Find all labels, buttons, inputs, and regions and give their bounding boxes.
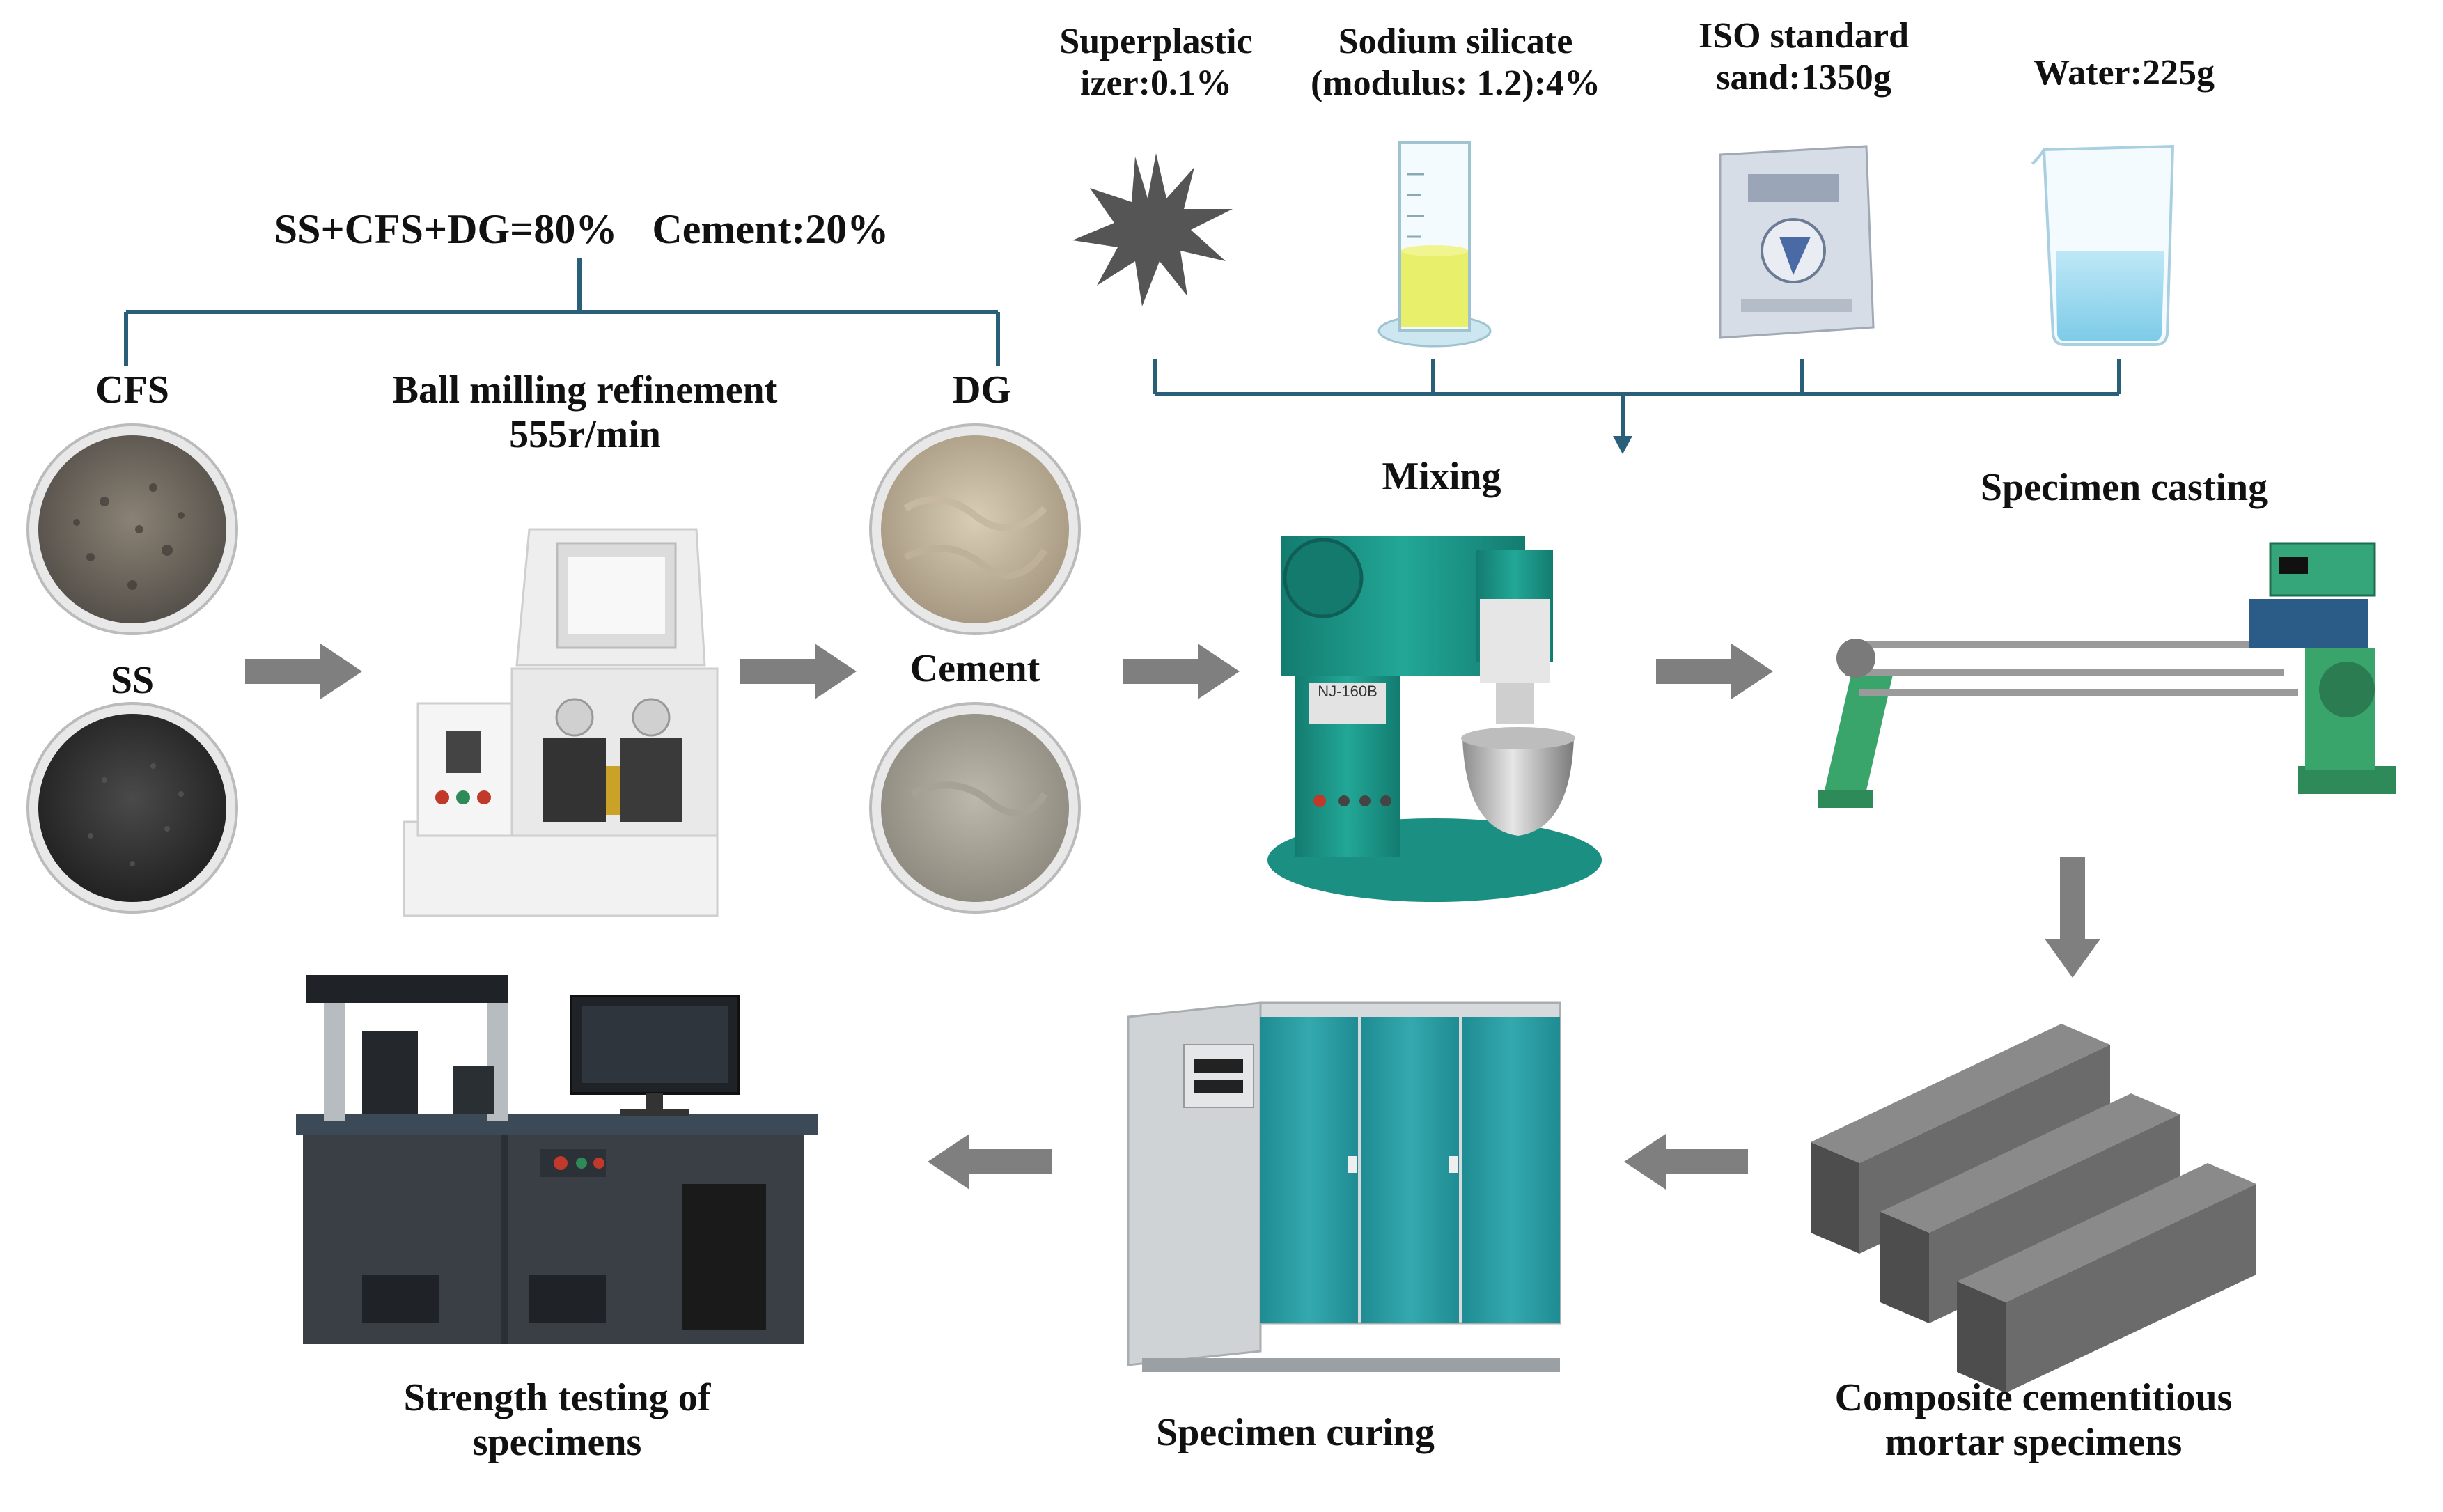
arrow-mill-to-binder	[740, 644, 857, 699]
arrow-binder-to-mixing	[1123, 644, 1240, 699]
label-superplasticizer: Superplastic izer:0.1%	[1010, 21, 1302, 104]
additives-bracket	[1153, 359, 2121, 439]
ball-milling-line1: Ball milling refinement	[392, 368, 778, 412]
label-strength-testing: Strength testing of specimens	[265, 1375, 850, 1465]
label-specimen-casting: Specimen casting	[1980, 466, 2268, 509]
mix-bracket	[124, 258, 1000, 366]
additives-down-arrowhead	[1613, 436, 1632, 454]
label-specimen-curing: Specimen curing	[1156, 1411, 1435, 1454]
iso-sand-line2: sand:1350g	[1716, 57, 1891, 98]
label-mixing: Mixing	[1382, 455, 1501, 498]
label-iso-sand: ISO standard sand:1350g	[1650, 15, 1957, 99]
ball-milling-line2: 555r/min	[509, 413, 661, 457]
arrow-curing-to-testing	[928, 1134, 1052, 1190]
arrow-mixing-to-casting	[1656, 644, 1773, 699]
sodium-silicate-line2: (modulus: 1.2):4%	[1310, 63, 1601, 103]
arrow-materials-to-mill	[245, 644, 362, 699]
label-dg: DG	[953, 368, 1011, 412]
mortar-mixer-machine	[1267, 536, 1602, 902]
sodium-silicate-line1: Sodium silicate	[1338, 22, 1573, 61]
label-water: Water:225g	[2034, 53, 2215, 93]
label-mortar-specimens: Composite cementitious mortar specimens	[1727, 1375, 2340, 1465]
strength-testing-line2: specimens	[472, 1421, 642, 1465]
mortar-specimens-line2: mortar specimens	[1884, 1421, 2183, 1465]
label-ss: SS	[110, 659, 155, 702]
iso-sand-bag-icon	[1719, 145, 1875, 339]
ball-mill-machine	[403, 528, 719, 917]
label-cfs: CFS	[95, 368, 169, 412]
superplasticizer-line1: Superplastic	[1059, 22, 1253, 61]
label-ball-milling: Ball milling refinement 555r/min	[299, 368, 871, 458]
mortar-specimens-line1: Composite cementitious	[1834, 1376, 2233, 1419]
label-cement: Cement	[910, 647, 1040, 690]
graduated-cylinder-icon	[1377, 141, 1492, 348]
cement-sample-dish	[869, 702, 1081, 914]
mortar-specimen-prisms	[1811, 1024, 2256, 1393]
jolting-table-machine	[1818, 542, 2396, 808]
strength-testing-line1: Strength testing of	[403, 1376, 711, 1419]
cfs-sample-dish	[26, 423, 238, 635]
superplasticizer-starburst-icon	[1072, 153, 1233, 306]
curing-cabinet	[1127, 1001, 1561, 1372]
iso-sand-line1: ISO standard	[1699, 16, 1909, 56]
ss-sample-dish	[26, 702, 238, 914]
arrow-casting-to-specimens	[2045, 857, 2100, 978]
strength-testing-machine	[296, 975, 818, 1344]
arrow-specimens-to-curing	[1624, 1134, 1748, 1190]
mix-ratio-header: SS+CFS+DG=80% Cement:20%	[274, 206, 889, 252]
water-beaker-icon	[2031, 144, 2175, 346]
dg-sample-dish	[869, 423, 1081, 635]
superplasticizer-line2: izer:0.1%	[1079, 63, 1232, 103]
label-sodium-silicate: Sodium silicate (modulus: 1.2):4%	[1254, 21, 1657, 104]
mixer-model-label: NJ-160B	[1318, 683, 1377, 700]
